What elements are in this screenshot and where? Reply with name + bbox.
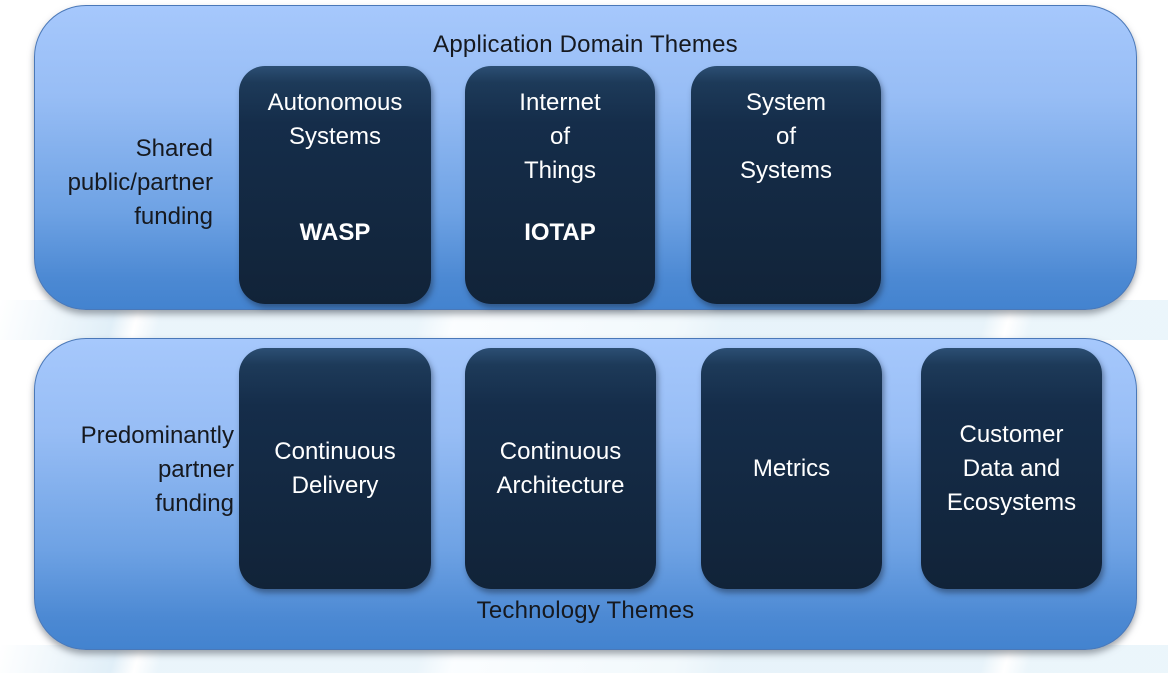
application-domain-themes-title: Application Domain Themes bbox=[433, 31, 738, 58]
theme-box-title: Metrics bbox=[752, 454, 831, 482]
theme-box-acronym-iotap: IOTAP bbox=[524, 219, 596, 246]
technology-themes-title: Technology Themes bbox=[476, 597, 695, 624]
theme-box-metrics: Metrics bbox=[701, 348, 882, 589]
theme-box-acronym-wasp: WASP bbox=[299, 219, 371, 246]
